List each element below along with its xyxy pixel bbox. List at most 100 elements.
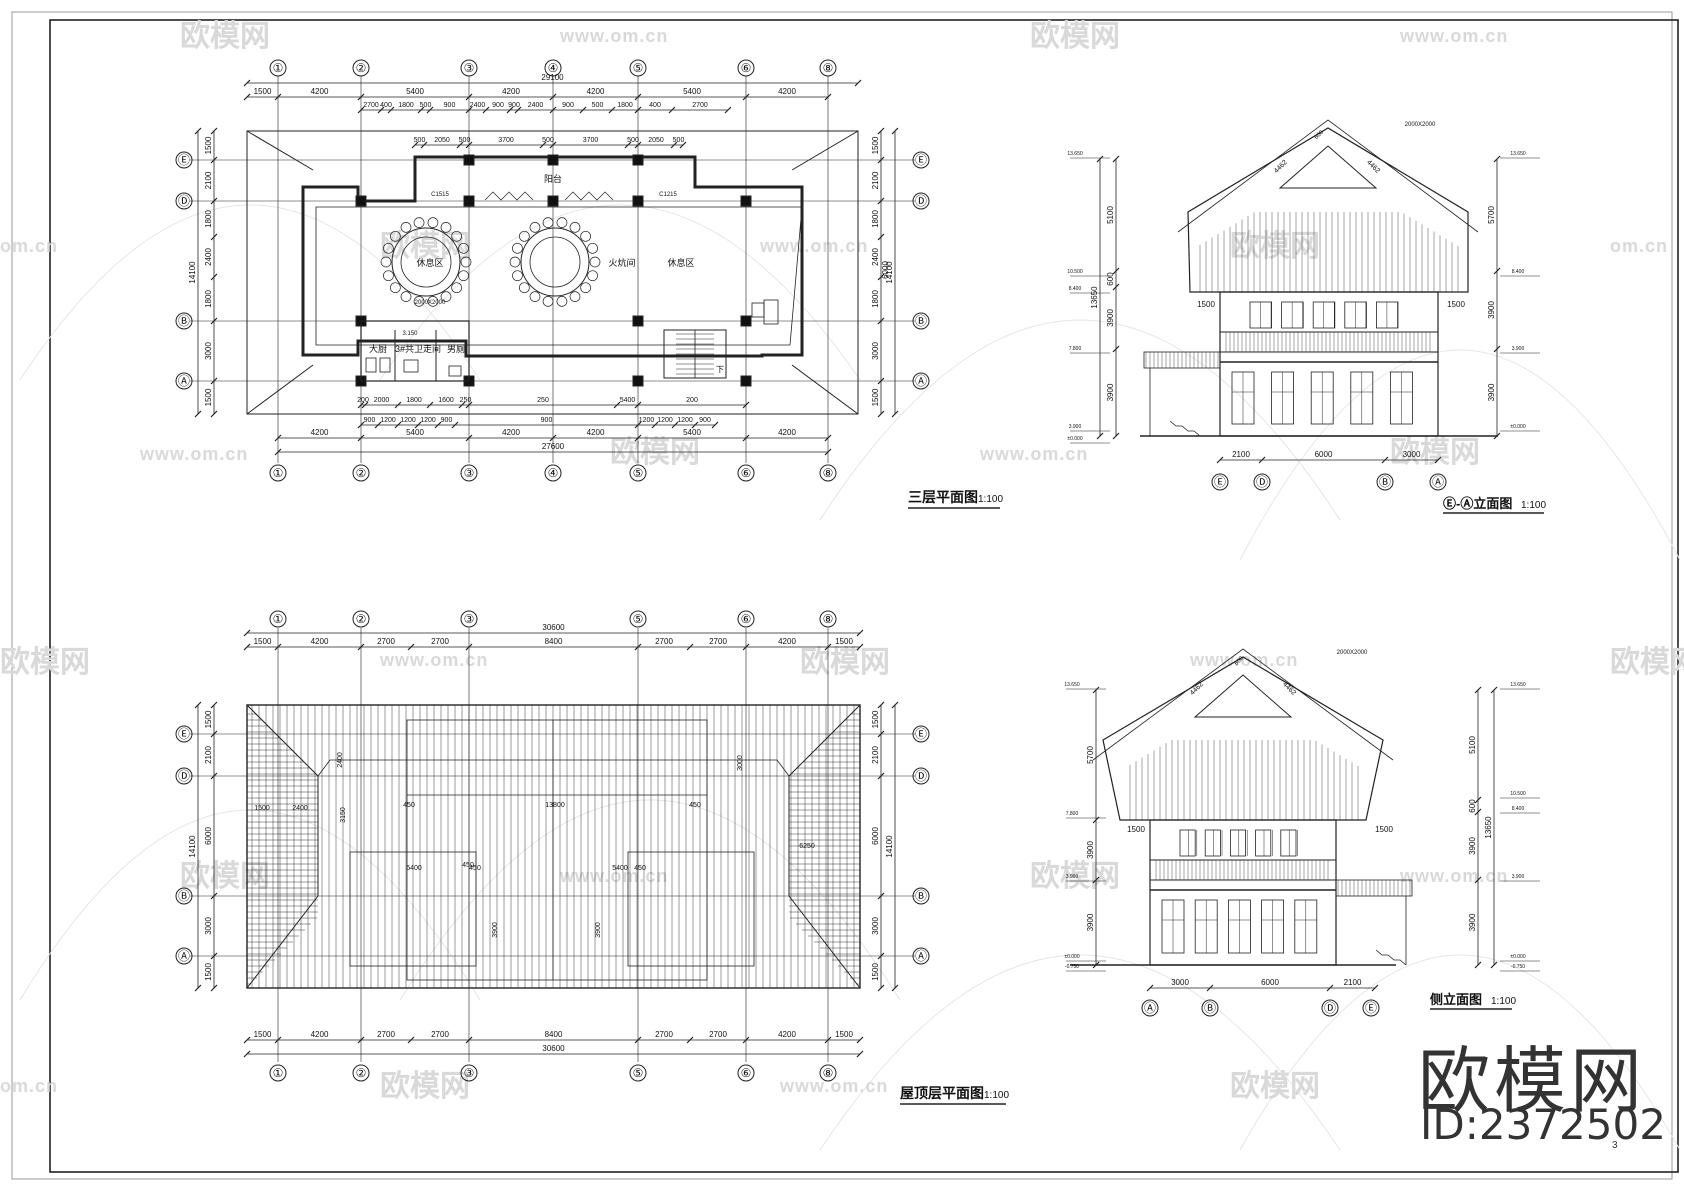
- dimension-label: 8400: [545, 1030, 563, 1039]
- roof-note: 2000X2000: [1405, 122, 1436, 128]
- axis-bubble: ②: [356, 466, 367, 480]
- third-floor-plan-title: 三层平面图: [908, 489, 978, 505]
- dimension-label: 1800: [204, 210, 213, 228]
- dimension-label: 1200: [400, 417, 416, 424]
- dimension-label: 500: [627, 137, 639, 144]
- dimension-label: 500: [673, 137, 685, 144]
- level-mark: 3.900: [1512, 346, 1525, 352]
- axis-bubble: Ⓑ: [178, 314, 190, 328]
- axis-bubble: ④: [548, 61, 559, 75]
- dimension-label: 2100: [204, 171, 213, 189]
- level-mark: ±0.000: [1064, 954, 1079, 960]
- dimension-label: 500: [542, 137, 554, 144]
- dimension-label: 5400: [683, 428, 701, 437]
- axis-bubble: Ⓑ: [915, 889, 927, 903]
- level-mark: 8.400: [1512, 806, 1525, 812]
- svg-text:欧模网: 欧模网: [1230, 1070, 1320, 1103]
- svg-text:欧模网: 欧模网: [610, 436, 700, 469]
- svg-text:om.cn: om.cn: [0, 1076, 58, 1096]
- dimension-label: 900: [541, 417, 553, 424]
- dimension-label: 3000: [737, 755, 744, 771]
- svg-text:www.om.cn: www.om.cn: [559, 26, 668, 46]
- axis-bubble: Ⓑ: [915, 314, 927, 328]
- svg-text:www.om.cn: www.om.cn: [1399, 866, 1508, 886]
- axis-bubble: Ⓑ: [1379, 475, 1391, 489]
- axis-bubble: ⑧: [823, 61, 834, 75]
- dimension-label: 1500: [204, 710, 213, 728]
- dimension-label: 5400: [406, 428, 424, 437]
- dimension-label: 900: [492, 102, 504, 109]
- dimension-label: 1500: [871, 388, 880, 406]
- dimension-label: 6000: [871, 827, 880, 845]
- dimension-label: 450: [469, 865, 481, 872]
- page-number: 3: [1612, 1140, 1618, 1151]
- side-elevation-title: 侧立面图: [1430, 992, 1482, 1007]
- overall-dimension: 14100: [885, 261, 894, 284]
- svg-text:欧模网: 欧模网: [380, 230, 470, 263]
- dimension-label: 1500: [254, 805, 270, 812]
- dimension-label: 5400: [406, 865, 422, 872]
- dimension-label: 2700: [692, 102, 708, 109]
- svg-text:www.om.cn: www.om.cn: [979, 444, 1088, 464]
- axis-bubble: ⑧: [823, 466, 834, 480]
- dimension-label: 4200: [778, 428, 796, 437]
- dimension-label: 4200: [587, 87, 605, 96]
- axis-bubble: ⑤: [633, 61, 644, 75]
- level-mark: 3.900: [1512, 874, 1525, 880]
- svg-text:欧模网: 欧模网: [1390, 436, 1480, 469]
- svg-text:欧模网: 欧模网: [1230, 230, 1320, 263]
- dimension-label: 1500: [254, 637, 272, 646]
- dimension-label: 4462: [1189, 681, 1205, 697]
- elevation-e-a-title: Ⓔ-Ⓐ立面图: [1443, 496, 1512, 511]
- dimension-label: 450: [689, 802, 701, 809]
- overall-dimension: 30600: [542, 1044, 565, 1053]
- dimension-label: 1200: [677, 417, 693, 424]
- level-mark: 13.650: [1510, 682, 1526, 688]
- dimension-label: 2700: [655, 1030, 673, 1039]
- dimension-label: 1500: [204, 136, 213, 154]
- axis-bubble: ⑥: [741, 1066, 752, 1080]
- watermark-arcs: [19, 204, 1681, 1151]
- axis-bubble: Ⓐ: [915, 374, 927, 388]
- dimension-label: 3000: [1171, 978, 1189, 987]
- dimension-label: 1500: [871, 136, 880, 154]
- dimension-label: 5400: [683, 87, 701, 96]
- level-mark: 3.900: [1069, 424, 1082, 430]
- level-mark: 10.500: [1510, 791, 1526, 797]
- level-mark: 8.400: [1512, 269, 1525, 275]
- dimension-label: 3900: [1487, 383, 1496, 401]
- svg-text:欧模网: 欧模网: [0, 646, 90, 679]
- dimension-label: 900: [699, 417, 711, 424]
- axis-bubble: ②: [356, 612, 367, 626]
- level-mark: 7.800: [1066, 811, 1079, 817]
- dimension-label: 3900: [1086, 841, 1095, 859]
- dimension-label: 3000: [204, 917, 213, 935]
- dimension-label: 6000: [1261, 978, 1279, 987]
- dimension-label: 5400: [620, 397, 636, 404]
- axis-bubble: ①: [273, 466, 284, 480]
- svg-text:欧模网: 欧模网: [180, 860, 270, 893]
- room-label: 休息区: [667, 257, 694, 268]
- dimension-label: 1500: [835, 637, 853, 646]
- axis-bubble: Ⓓ: [178, 769, 190, 783]
- dimension-label: 400: [380, 102, 392, 109]
- dimension-label: 2100: [204, 746, 213, 764]
- watermarks: 欧模网 www.om.cn 欧模网 www.om.cn om.cn 欧模网 ww…: [0, 20, 1684, 1103]
- plan-note: 2000X2000: [415, 300, 446, 306]
- dimension-label: 600: [1234, 655, 1246, 667]
- dimension-label: 1500: [254, 1030, 272, 1039]
- room-label: 男厕: [447, 344, 465, 354]
- dimension-label: 3700: [583, 137, 599, 144]
- level-mark: 13.650: [1067, 151, 1083, 157]
- dimension-label: 4200: [587, 428, 605, 437]
- axis-bubble: ⑥: [741, 612, 752, 626]
- axis-bubble: Ⓐ: [1144, 1001, 1156, 1015]
- axis-bubble: ⑧: [823, 612, 834, 626]
- axis-bubble: Ⓓ: [915, 194, 927, 208]
- overall-dimension: 29100: [541, 73, 564, 82]
- svg-text:www.om.cn: www.om.cn: [139, 444, 248, 464]
- dimension-label: 2400: [337, 752, 344, 768]
- dimension-label: 3700: [498, 137, 514, 144]
- dimension-label: 1200: [380, 417, 396, 424]
